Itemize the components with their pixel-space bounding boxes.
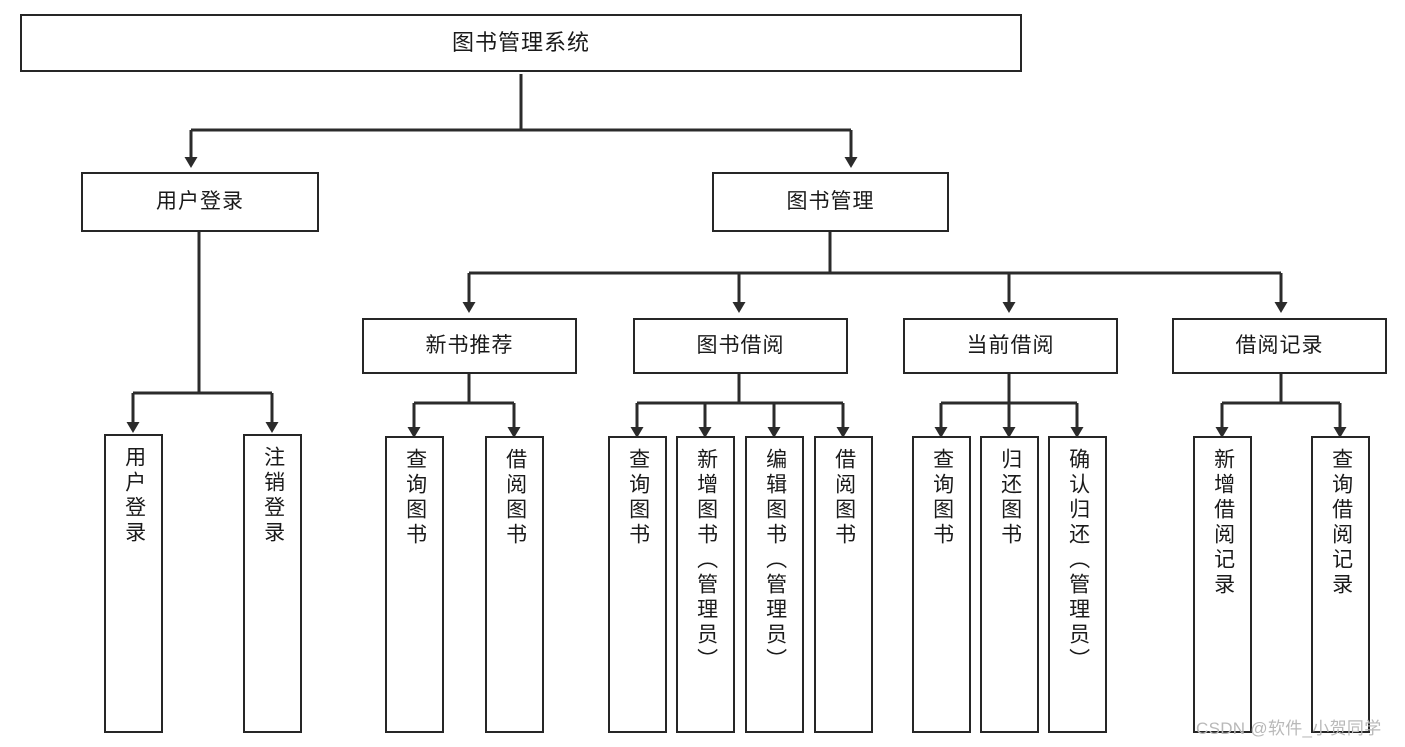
leaf-edit-book-admin[interactable]: 编辑图书（管理员） (745, 436, 804, 733)
leaf-borrow-book-borrowing[interactable]: 借阅图书 (814, 436, 873, 733)
node-label: 用户登录 (122, 446, 146, 546)
node-user-login[interactable]: 用户登录 (81, 172, 319, 232)
leaf-add-borrow-record[interactable]: 新增借阅记录 (1193, 436, 1252, 733)
leaf-query-borrow-record[interactable]: 查询借阅记录 (1311, 436, 1370, 733)
node-root-book-management-system[interactable]: 图书管理系统 (20, 14, 1022, 72)
node-label: 当前借阅 (966, 333, 1055, 357)
node-label: 注销登录 (261, 446, 285, 546)
node-label: 借阅图书 (832, 448, 856, 548)
leaf-user-login[interactable]: 用户登录 (104, 434, 163, 733)
node-label: 查询图书 (930, 448, 954, 548)
leaf-add-book-admin[interactable]: 新增图书（管理员） (676, 436, 735, 733)
node-label: 查询借阅记录 (1329, 448, 1353, 598)
node-label: 确认归还（管理员） (1066, 448, 1090, 673)
leaf-logout[interactable]: 注销登录 (243, 434, 302, 733)
leaf-query-book-borrowing[interactable]: 查询图书 (608, 436, 667, 733)
node-label: 新书推荐 (425, 333, 514, 357)
node-label: 用户登录 (156, 189, 244, 213)
node-label: 图书管理系统 (451, 30, 590, 56)
node-label: 图书借阅 (696, 333, 785, 357)
node-label: 新增借阅记录 (1211, 448, 1235, 598)
leaf-return-book[interactable]: 归还图书 (980, 436, 1039, 733)
node-label: 借阅图书 (503, 448, 527, 548)
node-label: 新增图书（管理员） (694, 448, 718, 673)
node-label: 借阅记录 (1235, 333, 1324, 357)
node-label: 归还图书 (998, 448, 1022, 548)
leaf-query-book-current[interactable]: 查询图书 (912, 436, 971, 733)
node-borrowing-records[interactable]: 借阅记录 (1172, 318, 1387, 374)
node-book-management[interactable]: 图书管理 (712, 172, 949, 232)
node-label: 查询图书 (626, 448, 650, 548)
node-label: 编辑图书（管理员） (763, 448, 787, 673)
node-label: 查询图书 (403, 448, 427, 548)
node-new-book-recommendation[interactable]: 新书推荐 (362, 318, 577, 374)
node-book-borrowing[interactable]: 图书借阅 (633, 318, 848, 374)
leaf-query-book-recommendation[interactable]: 查询图书 (385, 436, 444, 733)
node-label: 图书管理 (786, 189, 875, 213)
leaf-confirm-return-admin[interactable]: 确认归还（管理员） (1048, 436, 1107, 733)
watermark-text: CSDN @软件_小贺同学 (1196, 719, 1382, 738)
node-current-borrowing[interactable]: 当前借阅 (903, 318, 1118, 374)
leaf-borrow-book-recommendation[interactable]: 借阅图书 (485, 436, 544, 733)
